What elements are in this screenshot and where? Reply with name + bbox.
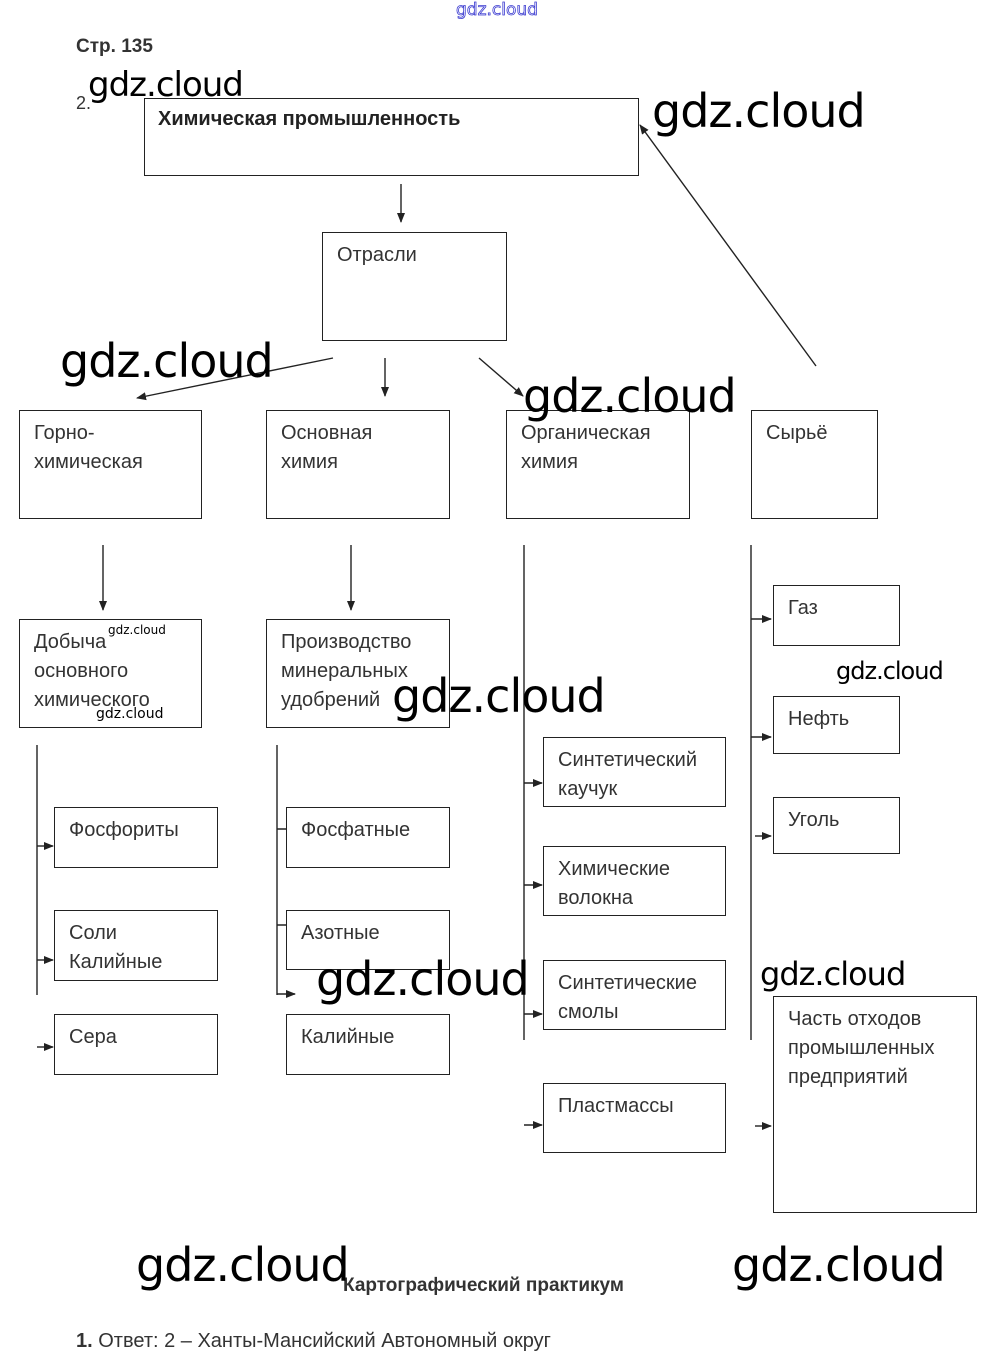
watermark: gdz.cloud [652, 84, 866, 138]
item-phosphate: Фосфатные [286, 807, 450, 868]
watermark: gdz.cloud [316, 952, 530, 1006]
watermark: gdz.cloud [732, 1238, 946, 1292]
item-industrial-waste: Часть отходов промышленных предприятий [773, 996, 977, 1213]
watermark: gdz.cloud [760, 955, 906, 993]
branch-raw: Сырьё [751, 410, 878, 519]
item-nitrogen: Азотные [286, 910, 450, 970]
branch-organic: Органическая химия [506, 410, 690, 519]
branches-node: Отрасли [322, 232, 507, 341]
branch-basic: Основная химия [266, 410, 450, 519]
top-watermark: gdz.cloud [456, 0, 539, 20]
section-title: Картографический практикум [343, 1275, 624, 1296]
watermark: gdz.cloud [523, 369, 737, 423]
item-oil: Нефть [773, 696, 900, 754]
arrow-to-organic [478, 357, 524, 397]
watermark: gdz.cloud [88, 65, 244, 105]
mining-sub-node: Добыча основного химического [19, 619, 202, 728]
item-phosphorites: Фосфориты [54, 807, 218, 868]
answer-number: 1. [76, 1330, 93, 1352]
watermark: gdz.cloud [96, 706, 164, 722]
root-node: Химическая промышленность [144, 98, 639, 176]
watermark: gdz.cloud [836, 657, 944, 685]
item-potash: Калийные [286, 1014, 450, 1075]
item-chemical-fibers: Химические волокна [543, 846, 726, 916]
basic-sub-node: Производство минеральных удобрений [266, 619, 450, 728]
item-synthetic-rubber: Синтетический каучук [543, 737, 726, 807]
item-coal: Уголь [773, 797, 900, 854]
watermark: gdz.cloud [136, 1238, 350, 1292]
item-sulfur: Сера [54, 1014, 218, 1075]
item-synthetic-resins: Синтетические смолы [543, 960, 726, 1030]
task-number: 2. [76, 93, 92, 113]
watermark: gdz.cloud [108, 623, 166, 637]
item-plastics: Пластмассы [543, 1083, 726, 1153]
answer-line: 1. Ответ: 2 – Ханты-Мансийский Автономны… [76, 1330, 551, 1353]
item-gas: Газ [773, 585, 900, 646]
branch-mining: Горно- химическая [19, 410, 202, 519]
arrow-raw-to-root [639, 124, 817, 367]
item-potash-salts: Соли Калийные [54, 910, 218, 981]
answer-text: Ответ: 2 – Ханты-Мансийский Автономный о… [98, 1330, 551, 1352]
watermark: gdz.cloud [392, 669, 606, 723]
watermark: gdz.cloud [60, 334, 274, 388]
page-label: Стр. 135 [76, 36, 153, 57]
arrow-to-mining [136, 357, 334, 401]
